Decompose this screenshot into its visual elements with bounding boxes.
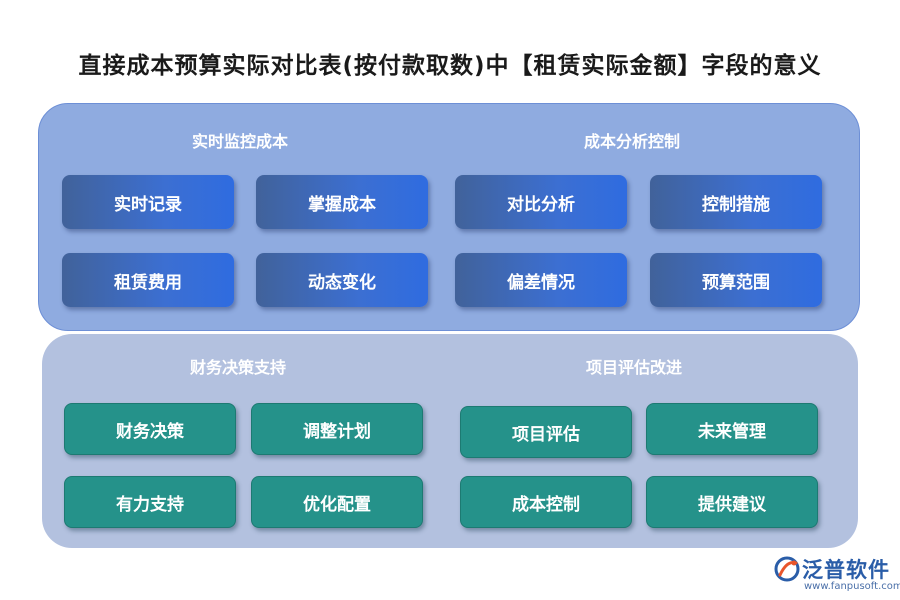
box-cost-control: 成本控制 xyxy=(460,476,632,528)
box-project-evaluation: 项目评估 xyxy=(460,406,632,458)
logo-url: www.fanpusoft.com xyxy=(804,581,900,592)
section-title-project-evaluation: 项目评估改进 xyxy=(585,358,682,377)
box-grasp-cost: 掌握成本 xyxy=(256,175,428,229)
box-optimize-allocation: 优化配置 xyxy=(251,476,423,528)
box-future-management: 未来管理 xyxy=(646,403,818,455)
section-title-finance-decision: 财务决策支持 xyxy=(189,358,286,377)
box-control-measures: 控制措施 xyxy=(650,175,822,229)
box-strong-support: 有力支持 xyxy=(64,476,236,528)
box-realtime-record: 实时记录 xyxy=(62,175,234,229)
box-finance-decision: 财务决策 xyxy=(64,403,236,455)
box-budget-range: 预算范围 xyxy=(650,253,822,307)
box-provide-suggestions: 提供建议 xyxy=(646,476,818,528)
brand-logo: 泛普软件 www.fanpusoft.com xyxy=(772,552,900,596)
box-adjust-plan: 调整计划 xyxy=(251,403,423,455)
section-title-cost-analysis: 成本分析控制 xyxy=(583,132,680,151)
section-title-realtime-monitor: 实时监控成本 xyxy=(191,132,288,151)
box-dynamic-change: 动态变化 xyxy=(256,253,428,307)
diagram-title: 直接成本预算实际对比表(按付款取数)中【租赁实际金额】字段的意义 xyxy=(78,53,822,79)
box-rental-fee: 租赁费用 xyxy=(62,253,234,307)
box-deviation: 偏差情况 xyxy=(455,253,627,307)
logo-mark-icon xyxy=(774,556,800,582)
logo-name: 泛普软件 xyxy=(802,558,890,582)
box-comparison-analysis: 对比分析 xyxy=(455,175,627,229)
